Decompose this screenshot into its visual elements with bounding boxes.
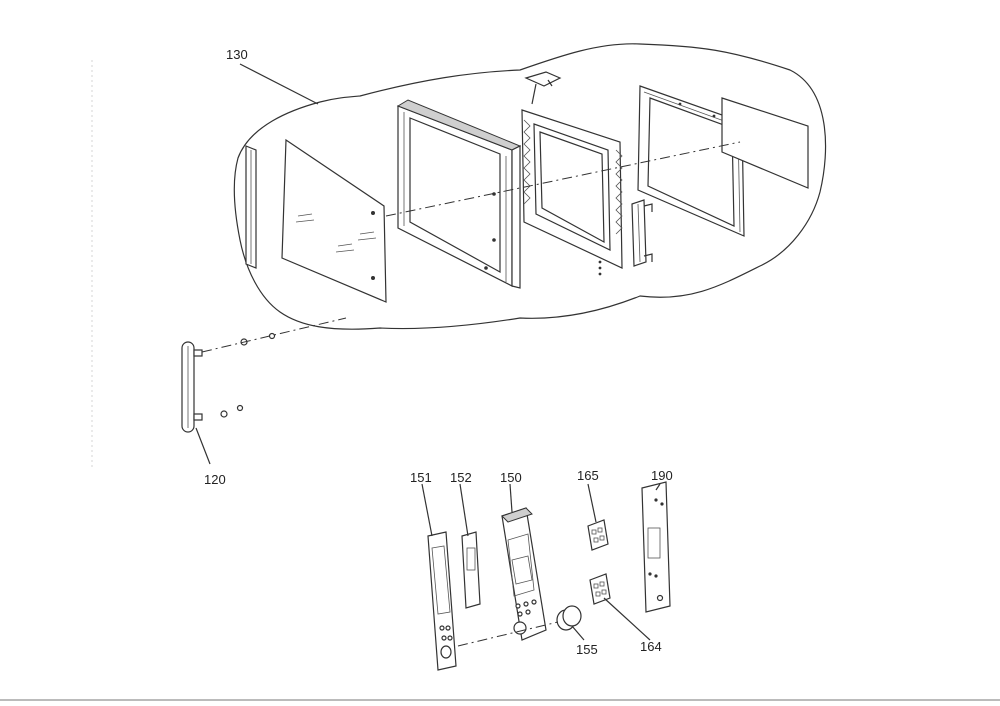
callout-151: 151 [410,470,432,485]
callout-130: 130 [226,47,248,62]
handle-screws [220,332,276,418]
callout-155: 155 [576,642,598,657]
control-panel-axis [457,621,559,647]
callout-152: 152 [450,470,472,485]
leader-190 [655,483,661,491]
leader-151 [421,483,433,537]
door-outer-frame [396,99,522,289]
control-housing-150 [501,507,547,641]
leader-165 [587,483,597,523]
handle-axis [201,317,347,353]
door-assembly-130 [233,43,827,330]
leader-150 [509,483,513,513]
door-assembly-axis [385,141,741,217]
door-assembly-outline [233,43,827,330]
leader-155 [571,625,585,641]
callout-165: 165 [577,468,599,483]
door-seal-strip [245,145,257,269]
leader-164 [603,597,651,641]
door-handle-120 [181,317,347,465]
panel-overlay-151 [427,531,457,671]
control-board-190 [641,481,671,613]
display-window-152 [461,531,481,609]
door-inner-frame [521,109,623,276]
callout-190: 190 [651,468,673,483]
leader-120 [195,427,211,465]
door-shield-sheet [721,97,809,189]
callout-164: 164 [640,639,662,654]
leader-130 [239,63,319,105]
door-back-frame [637,85,745,237]
switch-block-164 [589,573,611,605]
switch-block-165 [587,519,609,551]
control-knob-155 [556,605,582,631]
callout-120: 120 [204,472,226,487]
callout-150: 150 [500,470,522,485]
leader-152 [459,483,469,537]
door-latch-clip [524,71,562,105]
door-glass-panel [281,138,387,303]
door-hinge-bracket [631,199,653,267]
control-panel-assembly [421,481,671,671]
